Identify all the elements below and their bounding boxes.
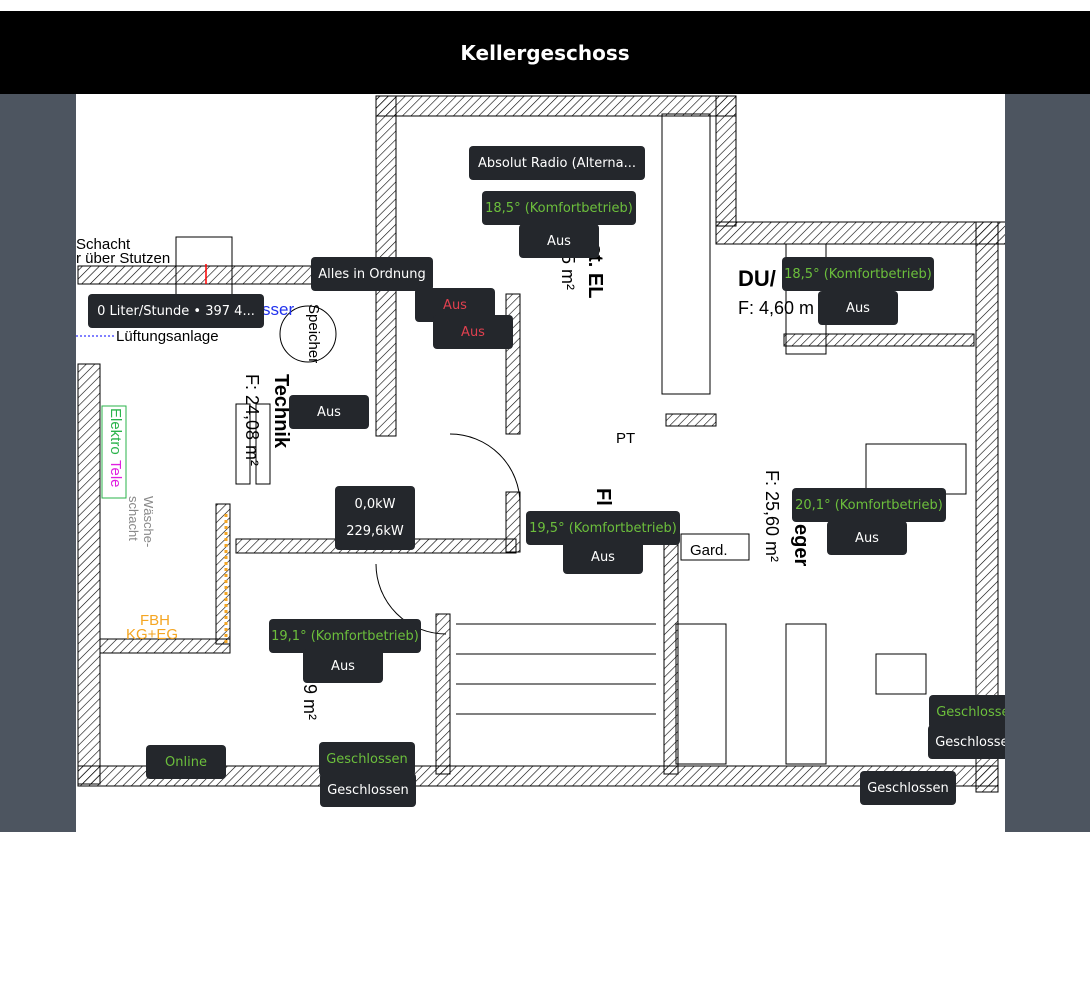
plan-label: Gard. [690,542,728,559]
keller-thermostat[interactable]: 19,1° (Komfortbetrieb) [269,619,421,653]
room-area: 9 m² [300,684,320,720]
gast-thermostat[interactable]: 18,5° (Komfortbetrieb) [482,191,636,225]
device-off-2[interactable]: Aus [433,315,513,349]
room-label-flur: Fl [592,488,614,506]
room-area: F: 24,08 m² [242,374,262,467]
plan-label: sser [262,300,295,319]
hobby-switch[interactable]: Aus [827,521,907,555]
power-meter[interactable]: 0,0kW 229,6kW [335,486,415,550]
water-flow-sensor[interactable]: 0 Liter/Stunde • 397 4... [88,294,264,328]
floorplan: Schacht r über Stutzen sser Lüftungsanla… [76,94,1005,832]
room-area: F: 25,60 m² [762,470,782,563]
window-contact-1b[interactable]: Geschlossen [320,773,416,807]
gast-switch[interactable]: Aus [519,224,599,258]
plan-label: FBH [140,612,170,629]
online-status[interactable]: Online [146,745,226,779]
plan-label: Schacht [76,236,131,253]
window-contact-2[interactable]: Geschlossen [929,695,1005,729]
floorplan-viewport: Schacht r über Stutzen sser Lüftungsanla… [0,94,1090,832]
du-switch[interactable]: Aus [818,291,898,325]
window-contact-2b[interactable]: Geschlossen [928,725,1005,759]
plan-label: Tele [107,460,124,488]
hobby-thermostat[interactable]: 20,1° (Komfortbetrieb) [792,488,946,522]
room-label-du: DU/ [738,266,776,291]
system-status[interactable]: Alles in Ordnung [311,257,433,291]
plan-label: r über Stutzen [76,250,171,267]
radio-player[interactable]: Absolut Radio (Alterna... [469,146,645,180]
flur-switch[interactable]: Aus [563,540,643,574]
window-contact-1[interactable]: Geschlossen [319,742,415,776]
plan-label: KG+EG [126,626,179,643]
room-label-hobby: eger [790,524,812,567]
keller-switch[interactable]: Aus [303,649,383,683]
page-title: Kellergeschoss [0,11,1090,94]
plan-label: Elektro [107,408,124,455]
plan-label: PT [616,430,636,447]
plan-label: Lüftungsanlage [116,328,219,345]
plan-label: Speicher [305,304,322,364]
window-contact-3[interactable]: Geschlossen [860,771,956,805]
plan-label: Wäsche-schacht [126,496,156,548]
technik-switch[interactable]: Aus [289,395,369,429]
floorplan-drawing [76,95,1005,793]
power-current: 0,0kW [354,497,396,512]
flur-thermostat[interactable]: 19,5° (Komfortbetrieb) [526,511,680,545]
room-area: F: 4,60 m [738,298,815,318]
power-total: 229,6kW [346,524,404,539]
du-thermostat[interactable]: 18,5° (Komfortbetrieb) [782,257,934,291]
